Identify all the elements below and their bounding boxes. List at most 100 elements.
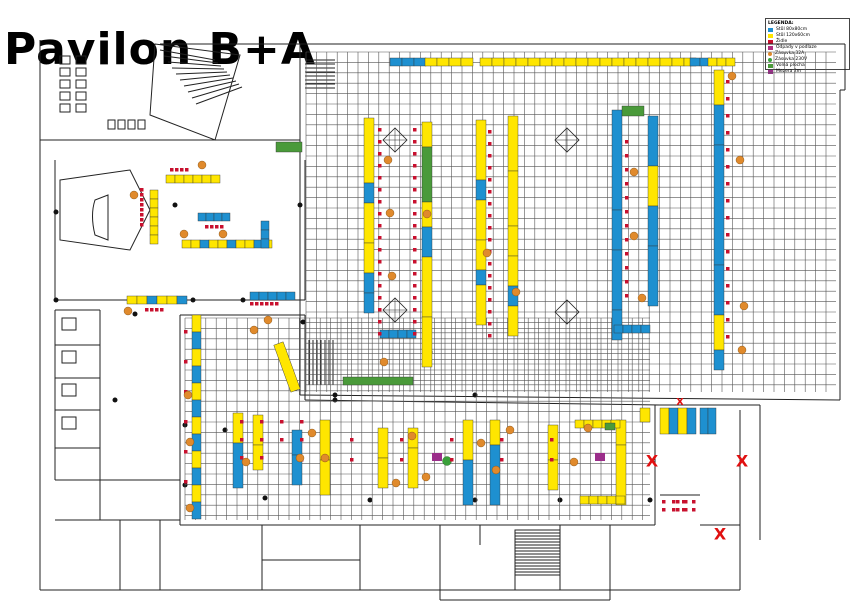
chair [500,438,504,442]
table-120 [149,189,159,200]
chair [726,80,730,84]
chair [260,420,264,424]
chair [240,438,244,442]
stair-outline [149,43,241,141]
table-120 [615,495,626,505]
table-120 [575,57,589,67]
column [472,392,478,398]
table-80 [647,245,659,307]
table-120 [507,305,519,337]
chair [205,225,209,229]
chair [378,284,382,288]
chair [378,176,382,180]
chair [378,308,382,312]
table-120 [615,444,627,506]
chair [413,164,417,168]
table-120 [713,314,725,351]
chair [140,218,144,222]
chair [378,140,382,144]
free-area [421,146,433,203]
table-80 [232,442,244,489]
chair [625,252,629,256]
table-120 [503,57,517,67]
chair [676,508,680,512]
chair [184,420,188,424]
legend-swatch [768,70,773,74]
table-80 [388,329,399,339]
chair [378,164,382,168]
chair [350,458,354,462]
chair [726,97,730,101]
table-120 [149,207,159,218]
table-120 [363,242,375,274]
table-120 [507,255,519,287]
table-80 [285,291,296,301]
chair [450,438,454,442]
table-80 [205,212,215,222]
table-120 [635,57,649,67]
chair [550,458,554,462]
socket-32a [387,271,397,281]
chair [726,335,730,339]
chair [625,210,629,214]
chair [184,360,188,364]
chair [240,456,244,460]
table-80 [260,220,270,231]
chair [413,332,417,336]
legend-swatch [768,52,772,56]
chair [488,322,492,326]
mezera-marker [432,453,442,461]
legend-item: Stůl 80x80cm [768,27,847,33]
table-80 [260,238,270,249]
chair [240,420,244,424]
chair [488,214,492,218]
socket-32a [583,423,593,433]
wc-icon [61,350,77,364]
chair [488,202,492,206]
table-120 [599,57,613,67]
legend-item: Zásuvka 230V [768,57,847,63]
chair [184,450,188,454]
column [297,202,303,208]
socket-32a [737,345,747,355]
chair [625,182,629,186]
chair [378,224,382,228]
column [300,319,306,325]
table-80 [713,349,725,371]
table-80 [389,57,403,67]
legend-item: Zásuvka 32A [768,51,847,57]
chair [676,500,680,504]
table-120 [677,407,688,435]
table-120 [671,57,685,67]
table-120 [377,427,389,459]
table-80 [213,212,223,222]
table-120 [647,165,659,207]
legend-label: Stůl 120x60cm [776,33,810,38]
legend-item: Odpady v podlaze [768,45,847,51]
stair-line [179,74,231,81]
table-120 [156,295,168,305]
chair [215,225,219,229]
table-120 [725,57,736,67]
chair [260,438,264,442]
table-80 [707,407,717,435]
legend-swatch [768,28,773,32]
table-120 [208,239,219,249]
chair [160,308,164,312]
socket-32a [421,472,431,482]
table-120 [149,225,159,236]
stair-line [171,67,225,70]
chair [275,302,279,306]
cubicle [75,67,87,77]
table-120 [192,174,203,184]
table-120 [507,170,519,227]
column [172,202,178,208]
table-120 [547,459,559,491]
chair [413,260,417,264]
table-80 [146,295,158,305]
chair [184,330,188,334]
table-120 [507,225,519,257]
legend-item: Mezera 2m [768,69,847,75]
table-80 [260,229,270,240]
chair [220,225,224,229]
